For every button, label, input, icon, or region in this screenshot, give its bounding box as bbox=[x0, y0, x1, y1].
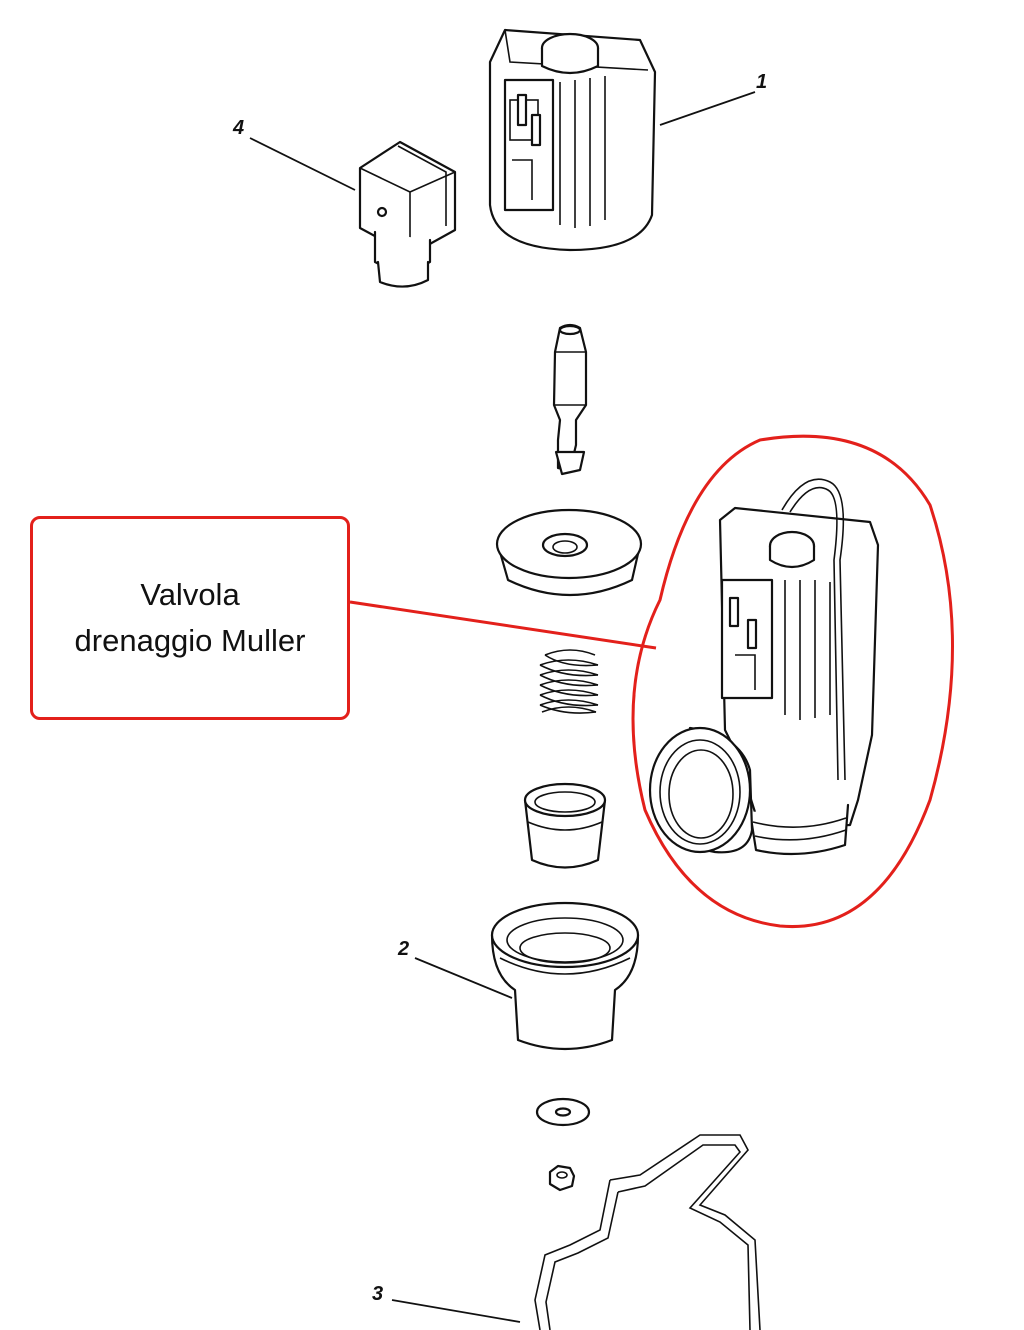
leader-line-1 bbox=[659, 91, 756, 126]
leader-line-4 bbox=[249, 137, 356, 191]
callout-number-2: 2 bbox=[397, 938, 409, 960]
gasket bbox=[534, 1134, 761, 1330]
bushing bbox=[523, 782, 607, 869]
connector-plug bbox=[358, 140, 457, 288]
callout-number-1: 1 bbox=[756, 71, 767, 93]
valve-disc bbox=[495, 508, 643, 597]
diaphragm-seat bbox=[490, 901, 640, 1051]
leader-line-2 bbox=[414, 957, 513, 999]
washer bbox=[535, 1097, 591, 1127]
annotation-label-line-2: drenaggio Muller bbox=[74, 623, 306, 658]
spring bbox=[539, 649, 599, 714]
callout-number-4: 4 bbox=[232, 117, 244, 139]
callout-number-3: 3 bbox=[372, 1283, 383, 1305]
highlight-pointer-line bbox=[349, 600, 657, 650]
hex-nut bbox=[548, 1164, 576, 1192]
leader-line-3 bbox=[391, 1299, 521, 1323]
annotation-label-line-1: Valvola bbox=[140, 577, 240, 612]
highlight-circle bbox=[631, 434, 954, 929]
annotation-label-box: Valvola drenaggio Muller bbox=[30, 516, 350, 720]
solenoid-coil bbox=[488, 28, 657, 252]
assembled-drain-valve bbox=[648, 478, 880, 856]
plunger-pin bbox=[552, 323, 588, 476]
